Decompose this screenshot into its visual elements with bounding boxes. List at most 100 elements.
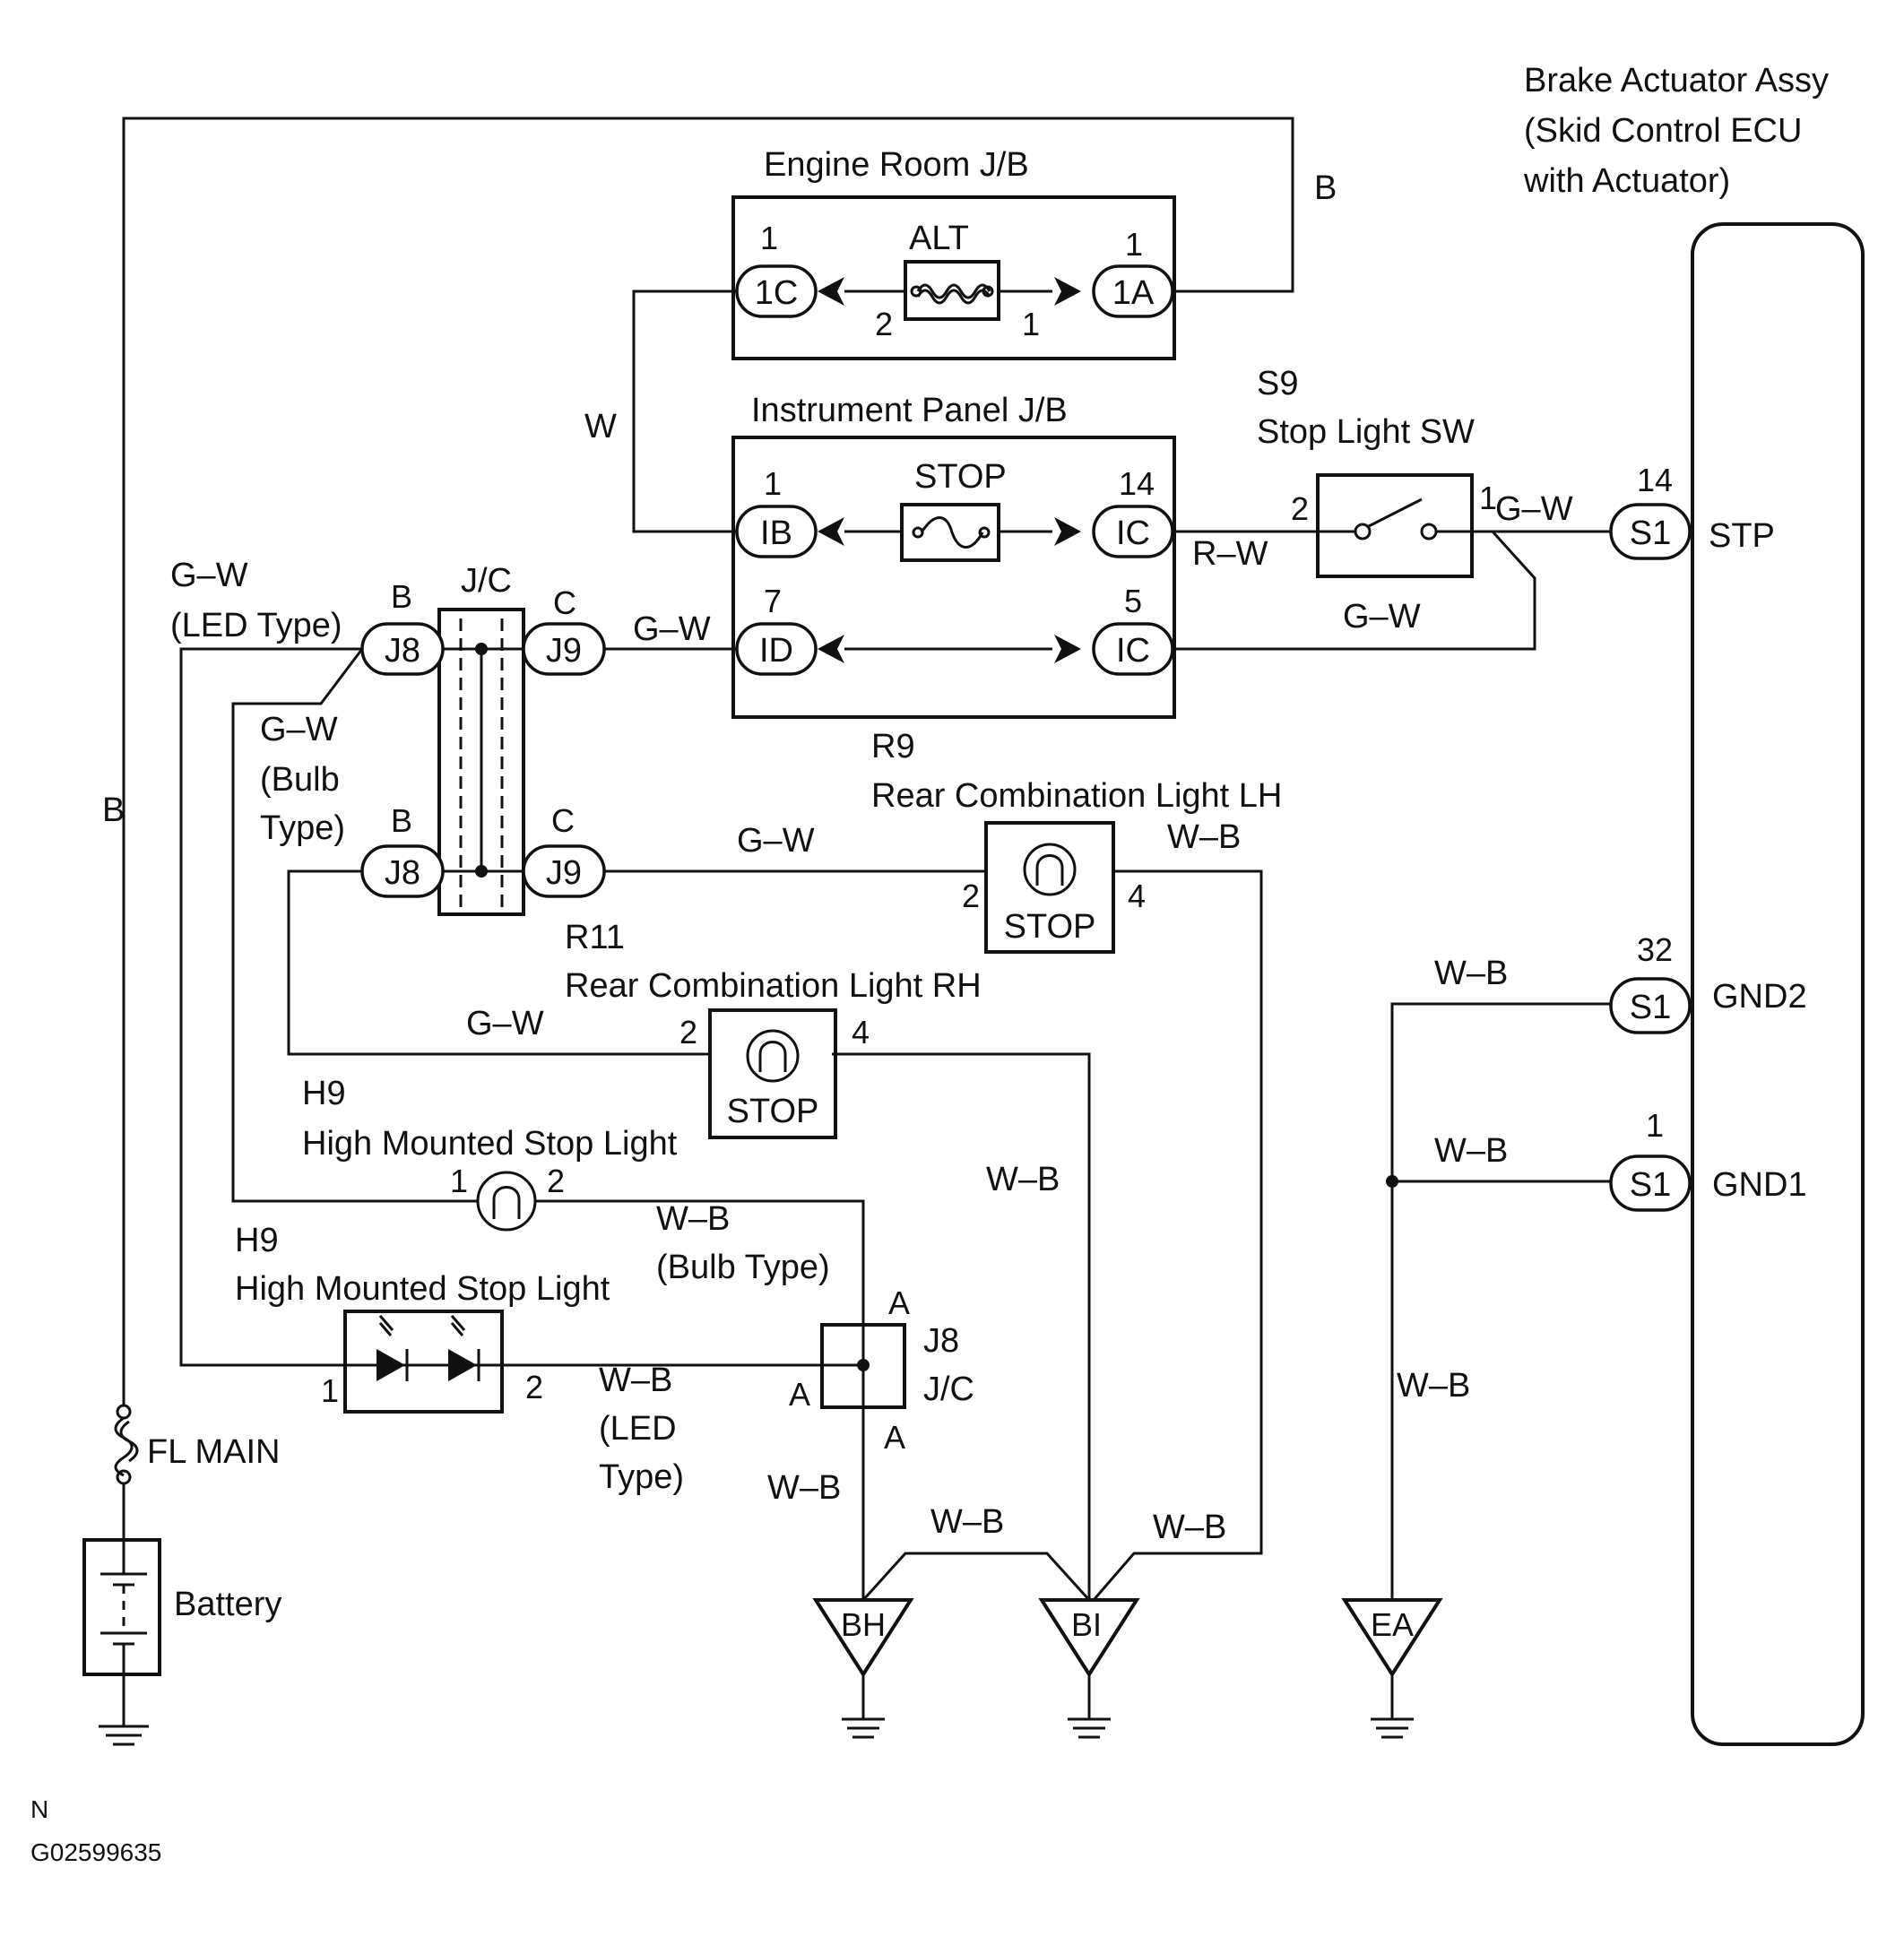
ground-icon	[99, 1725, 149, 1746]
wire-label-wb-gnd2: W–B	[1434, 955, 1508, 992]
jc-pin-b-top: B	[391, 578, 412, 615]
connector-s1-gnd1	[1609, 1154, 1692, 1212]
ground-ea-label: EA	[1371, 1606, 1414, 1643]
ground-icon	[1371, 1717, 1414, 1739]
h9-bulb-label: H9	[302, 1075, 346, 1112]
connector-j9-top	[522, 622, 606, 676]
ground-points: BH BI EA	[812, 1598, 1443, 1739]
battery-label: Battery	[174, 1586, 281, 1623]
connector-chevron-icon	[1054, 635, 1081, 663]
alt-fuse-box	[904, 260, 1000, 321]
hm-led-pin-2: 2	[525, 1369, 543, 1405]
fuse-terminal-icon	[978, 526, 991, 539]
connector-s1-gnd2	[1609, 977, 1692, 1034]
connector-s1-stp-label: S1	[1630, 515, 1671, 552]
wire-label-b-left: B	[102, 791, 125, 829]
wire-gw-rh	[287, 869, 710, 1056]
wire-wb-lh	[1092, 869, 1263, 1601]
connector-j8-top-label: J8	[385, 632, 420, 670]
j8-jc-label: J/C	[923, 1371, 974, 1408]
connector-chevron-icon	[818, 277, 844, 306]
hm-bulb-pin-1: 1	[450, 1163, 468, 1199]
wire-label-led-type-2: Type)	[599, 1458, 684, 1496]
fuse-icon	[920, 516, 984, 549]
wire-label-rw: R–W	[1192, 535, 1268, 573]
pin-stp-number: 14	[1637, 462, 1673, 498]
stop-fuse-box	[900, 503, 1000, 562]
j8-jc-pin-a-left: A	[789, 1376, 810, 1413]
stop-light-switch: S9 Stop Light SW 2 1	[1257, 365, 1497, 578]
wire-wb-gnd2	[1390, 1002, 1611, 1600]
wire-wb-bulb	[535, 1199, 865, 1325]
junction-dot	[475, 865, 488, 878]
wire-label-gw-lh: G–W	[737, 822, 815, 860]
connector-j8-bottom	[360, 844, 445, 898]
high-mounted-led-label: High Mounted Stop Light	[235, 1270, 610, 1308]
stop-light-sw-label: Stop Light SW	[1257, 413, 1475, 451]
wire-wb-rh	[832, 1052, 1091, 1600]
terminal-gnd2: GND2	[1712, 978, 1807, 1016]
wire-label-wb-led: W–B	[599, 1362, 672, 1399]
connector-chevron-icon	[1054, 277, 1081, 306]
fusible-link-icon	[916, 283, 991, 305]
wire-label-wb-mid: W–B	[986, 1161, 1060, 1198]
fuse-terminal-icon	[982, 285, 994, 298]
switch-pin-left: 2	[1291, 490, 1309, 527]
ground-bh-triangle	[812, 1598, 914, 1678]
footer: N G02599635	[30, 1795, 161, 1866]
r9-label: R9	[871, 728, 915, 765]
connector-1a-label: 1A	[1112, 274, 1155, 312]
connector-j9-top-label: J9	[546, 632, 582, 670]
fusible-link-icon	[119, 1420, 139, 1463]
wire-gw-ic5	[1174, 530, 1536, 651]
wire-b-main	[122, 117, 1294, 1405]
pin-ic-5-number: 5	[1124, 583, 1142, 619]
high-mounted-stop-light-bulb: H9 High Mounted Stop Light 1 2	[302, 1075, 678, 1232]
j8-jc-name: J8	[923, 1322, 959, 1360]
hm-led-pin-1: 1	[321, 1372, 339, 1409]
ground-icon	[1068, 1717, 1111, 1739]
stop-fuse-label: STOP	[914, 458, 1007, 496]
fusible-link-icon	[114, 1416, 134, 1477]
wire-label-bulb-type-2: (Bulb Type)	[656, 1249, 830, 1286]
wire-label-bulb-type: Type)	[260, 809, 345, 847]
ground-ea-triangle	[1341, 1598, 1443, 1678]
pin-1a-number: 1	[1125, 226, 1143, 263]
wire-label-gw-rh: G–W	[466, 1005, 544, 1042]
connector-j9-bottom	[522, 844, 606, 898]
fl-main-label: FL MAIN	[147, 1433, 281, 1471]
wire-label-gw-ic5: G–W	[1343, 598, 1421, 636]
led-diode-icon	[376, 1349, 405, 1381]
wire-gw-led	[179, 647, 362, 1367]
instrument-panel-jb: Instrument Panel J/B STOP IB 1 IC 14 ID …	[731, 392, 1176, 719]
brake-actuator-title: Brake Actuator Assy	[1524, 62, 1829, 99]
connector-1c	[735, 264, 818, 318]
lh-lamp-box	[984, 821, 1115, 954]
connector-id-label: ID	[759, 632, 793, 670]
wire-color-labels: B W B G–W (LED Type) G–W (Bulb Type) G–W…	[102, 169, 1573, 1546]
h9-led-label: H9	[235, 1222, 279, 1259]
brake-actuator-subtitle: (Skid Control ECU	[1524, 112, 1802, 150]
wire-gw-bulb	[231, 648, 478, 1203]
wire-label-wb-gnd1: W–B	[1434, 1132, 1508, 1170]
jc-pin-c-bottom: C	[551, 802, 575, 839]
connector-ic-5	[1092, 622, 1174, 676]
ground-bi-label: BI	[1071, 1606, 1102, 1643]
fuse-terminal-icon	[116, 1469, 132, 1485]
connector-ic-5-label: IC	[1116, 632, 1150, 670]
connector-chevron-icon	[818, 517, 844, 546]
connector-1c-label: 1C	[755, 274, 799, 312]
fl-main-fuse: FL MAIN	[114, 1404, 281, 1485]
wire-label-gw-stp: G–W	[1495, 490, 1573, 528]
bulb-filament-icon	[1035, 854, 1064, 886]
connector-ic-14-label: IC	[1116, 515, 1150, 552]
alt-pin-right: 1	[1022, 306, 1040, 342]
pin-ic-14-number: 14	[1119, 465, 1155, 502]
wire-label-gw-j9-id: G–W	[633, 610, 711, 648]
wire-w	[632, 290, 737, 533]
rear-combination-light-rh: R11 Rear Combination Light RH STOP 2 4	[565, 919, 982, 1139]
wire-label-b-top: B	[1314, 169, 1337, 207]
bulb-icon	[476, 1171, 537, 1232]
rh-lamp-stop-label: STOP	[727, 1093, 819, 1130]
